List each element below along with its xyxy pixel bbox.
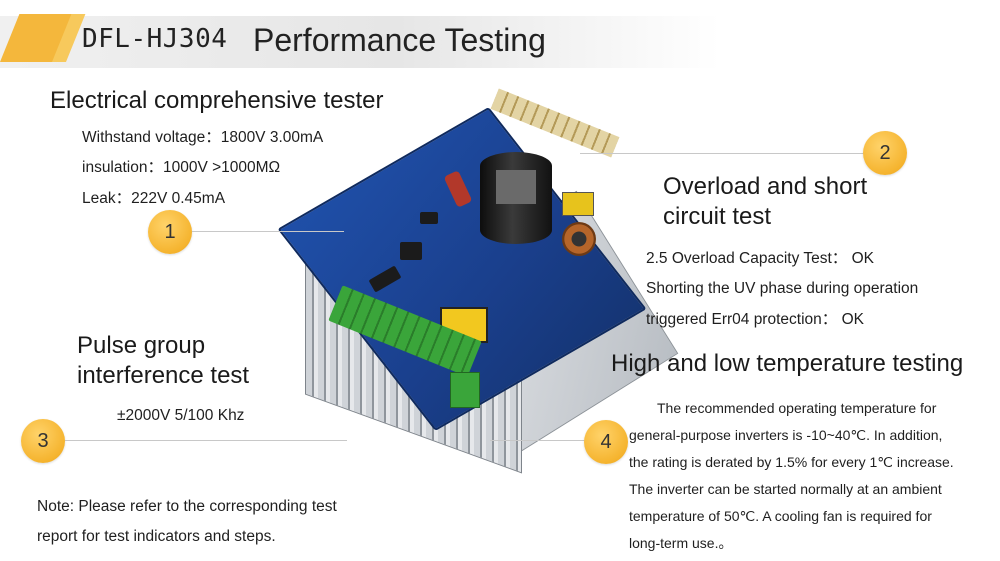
badge-3: 3 (21, 419, 65, 463)
callout-line-1 (192, 231, 344, 232)
capacitor-label (496, 170, 536, 204)
overload-title-line2: circuit test (663, 203, 772, 230)
temperature-paragraph-line: long-term use.。 (629, 535, 733, 551)
yellow-capacitor (562, 192, 594, 216)
temperature-paragraph-line: general-purpose inverters is -10~40℃. In… (629, 427, 943, 443)
temperature-title: High and low temperature testing (611, 350, 964, 377)
inverter-board-image (277, 88, 679, 474)
uv-short-description: Shorting the UV phase during operation (646, 280, 919, 297)
page-title: Performance Testing (253, 22, 546, 58)
callout-line-3 (65, 440, 347, 441)
temperature-paragraph-line: The inverter can be started normally at … (629, 481, 942, 497)
temperature-paragraph-line: The recommended operating temperature fo… (657, 400, 937, 416)
title-bar (0, 16, 720, 68)
electrical-tester-title: Electrical comprehensive tester (50, 87, 384, 114)
badge-2: 2 (863, 131, 907, 175)
model-number: DFL-HJ304 (82, 24, 228, 54)
electrolytic-capacitor (480, 152, 552, 244)
withstand-voltage-spec: Withstand voltage：1800V 3.00mA (82, 129, 324, 146)
badge-4: 4 (584, 420, 628, 464)
overload-capacity-result: 2.5 Overload Capacity Test： OK (646, 250, 875, 267)
ic-chip (420, 212, 438, 224)
green-terminal-block-small (450, 372, 480, 408)
pulse-title-line2: interference test (77, 362, 250, 389)
note-line-1: Note: Please refer to the corresponding … (37, 498, 337, 515)
pulse-spec: ±2000V 5/100 Khz (117, 407, 245, 424)
err04-protection-result: triggered Err04 protection： OK (646, 311, 864, 328)
inductor-coil (562, 222, 596, 256)
callout-line-2 (580, 153, 864, 154)
badge-1: 1 (148, 210, 192, 254)
callout-line-4 (490, 440, 585, 441)
ic-chip (400, 242, 422, 260)
note-line-2: report for test indicators and steps. (37, 528, 276, 545)
insulation-spec: insulation：1000V >1000MΩ (82, 159, 281, 176)
temperature-paragraph-line: temperature of 50℃. A cooling fan is req… (629, 508, 932, 524)
overload-title-line1: Overload and short (663, 173, 868, 200)
pulse-title-line1: Pulse group (77, 332, 206, 359)
leak-spec: Leak：222V 0.45mA (82, 190, 226, 207)
temperature-paragraph-line: the rating is derated by 1.5% for every … (629, 454, 954, 470)
